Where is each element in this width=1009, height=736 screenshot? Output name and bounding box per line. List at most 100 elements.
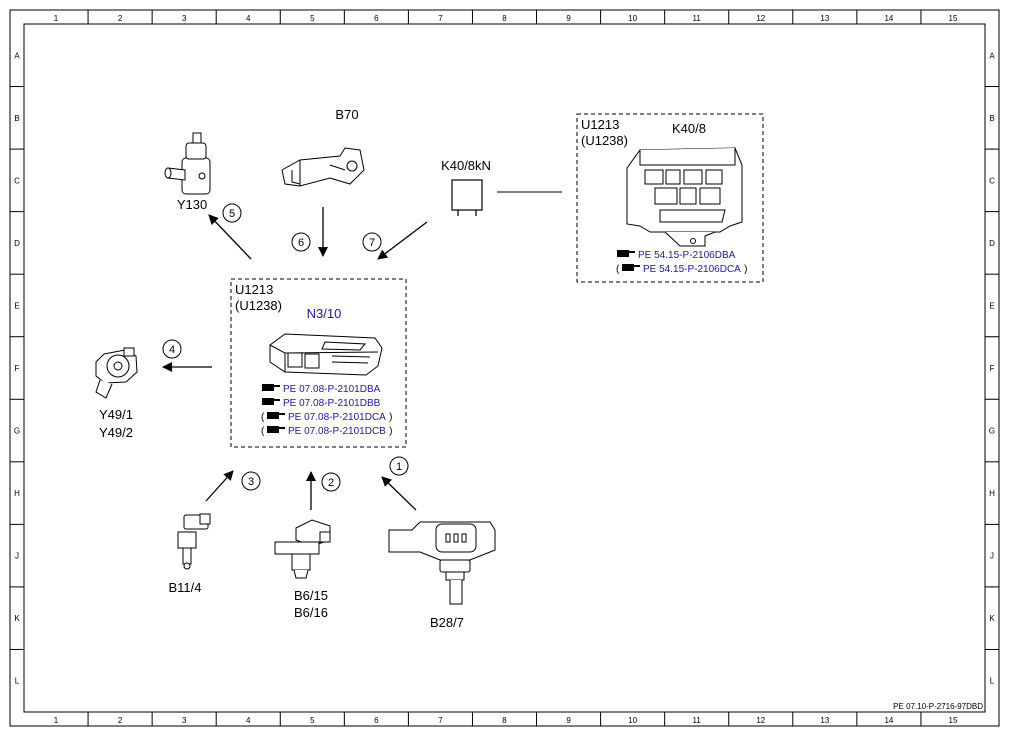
svg-text:6: 6 bbox=[298, 237, 304, 249]
control-unit-code-alt: (U1238) bbox=[235, 298, 282, 313]
column-number-top: 12 bbox=[756, 14, 765, 23]
row-letter-left: A bbox=[14, 51, 20, 60]
row-letter-right: K bbox=[989, 614, 995, 623]
control-unit-box: U1213 (U1238) N3/10 PE 07.08-P-2101DBA PE… bbox=[230, 278, 407, 448]
pointing-hand-icon bbox=[262, 398, 280, 405]
column-number-top: 9 bbox=[566, 14, 571, 23]
relay-module-reference-link[interactable]: PE 54.15-P-2106DBA bbox=[638, 250, 736, 261]
row-letter-right: L bbox=[990, 677, 995, 686]
b70-sensor-icon bbox=[281, 147, 365, 187]
b6-16-label: B6/16 bbox=[294, 605, 328, 620]
relay-module-code-alt: (U1238) bbox=[581, 133, 628, 148]
row-letter-left: F bbox=[15, 364, 20, 373]
control-unit-reference-link[interactable]: PE 07.08-P-2101DBB bbox=[283, 398, 381, 409]
row-letter-right: B bbox=[989, 114, 994, 123]
relay-icon bbox=[451, 179, 483, 216]
column-number-bottom: 1 bbox=[54, 716, 59, 725]
row-letter-left: K bbox=[14, 614, 20, 623]
reference-bracket-open: ( bbox=[261, 426, 265, 437]
reference-bracket-close: ) bbox=[389, 426, 392, 437]
pointing-hand-icon bbox=[262, 384, 280, 391]
column-number-top: 6 bbox=[374, 14, 379, 23]
row-letter-right: C bbox=[989, 176, 995, 185]
row-letter-left: D bbox=[14, 239, 20, 248]
row-letter-right: A bbox=[989, 51, 995, 60]
column-number-top: 11 bbox=[693, 14, 702, 23]
b11-4-sensor-icon bbox=[177, 513, 211, 570]
reference-bracket-open: ( bbox=[616, 264, 620, 275]
svg-text:4: 4 bbox=[169, 344, 175, 356]
reference-bracket-open: ( bbox=[261, 412, 265, 423]
y49-solenoid-icon bbox=[95, 347, 138, 399]
column-grid: 1122334455667788991010111112121313141415… bbox=[54, 10, 958, 726]
column-number-bottom: 8 bbox=[502, 716, 507, 725]
b6-sensor-icon bbox=[274, 519, 331, 579]
column-number-top: 7 bbox=[438, 14, 443, 23]
row-letter-right: F bbox=[990, 364, 995, 373]
fuse-relay-box-icon bbox=[626, 147, 743, 247]
row-letter-left: C bbox=[14, 176, 20, 185]
arrow-number-4: 4 bbox=[162, 339, 182, 359]
row-letter-right: D bbox=[989, 239, 995, 248]
column-number-top: 15 bbox=[949, 14, 958, 23]
arrow-number-7: 7 bbox=[362, 232, 382, 252]
signal-arrow-3 bbox=[205, 470, 234, 502]
svg-text:7: 7 bbox=[369, 237, 375, 249]
reference-bracket-close: ) bbox=[744, 264, 747, 275]
column-number-top: 4 bbox=[246, 14, 251, 23]
column-number-bottom: 9 bbox=[566, 716, 571, 725]
row-letter-left: E bbox=[14, 301, 19, 310]
svg-text:3: 3 bbox=[248, 476, 254, 488]
column-number-top: 1 bbox=[54, 14, 59, 23]
column-number-bottom: 6 bbox=[374, 716, 379, 725]
row-letter-right: H bbox=[989, 489, 995, 498]
pointing-hand-icon bbox=[267, 412, 285, 419]
control-unit-reference-link[interactable]: PE 07.08-P-2101DBA bbox=[283, 384, 381, 395]
drawing-frame: 1122334455667788991010111112121313141415… bbox=[9, 9, 1000, 727]
control-unit-code: U1213 bbox=[235, 282, 273, 297]
control-unit-reference-link[interactable]: PE 07.08-P-2101DCB bbox=[288, 426, 386, 437]
reference-bracket-close: ) bbox=[389, 412, 392, 423]
row-letter-left: B bbox=[14, 114, 19, 123]
ecu-icon bbox=[269, 333, 383, 376]
y130-valve-icon bbox=[164, 132, 211, 195]
column-number-bottom: 14 bbox=[884, 716, 893, 725]
relay-module-name: K40/8 bbox=[672, 121, 706, 136]
control-unit-name: N3/10 bbox=[307, 306, 342, 321]
column-number-bottom: 15 bbox=[949, 716, 958, 725]
column-number-bottom: 12 bbox=[756, 716, 765, 725]
column-number-bottom: 11 bbox=[693, 716, 702, 725]
svg-text:5: 5 bbox=[229, 208, 235, 220]
b70-label: B70 bbox=[335, 107, 358, 122]
row-letter-right: G bbox=[989, 427, 995, 436]
column-number-top: 8 bbox=[502, 14, 507, 23]
column-number-bottom: 4 bbox=[246, 716, 251, 725]
row-letter-left: H bbox=[14, 489, 20, 498]
b28-7-label: B28/7 bbox=[430, 615, 464, 630]
signal-arrow-7 bbox=[377, 221, 428, 260]
b6-15-label: B6/15 bbox=[294, 588, 328, 603]
arrow-number-5: 5 bbox=[222, 203, 242, 223]
pointing-hand-icon bbox=[617, 250, 635, 257]
row-letter-left: J bbox=[15, 552, 19, 561]
control-unit-reference-link[interactable]: PE 07.08-P-2101DCA bbox=[288, 412, 386, 423]
column-number-bottom: 10 bbox=[628, 716, 637, 725]
column-number-top: 14 bbox=[884, 14, 893, 23]
column-number-bottom: 3 bbox=[182, 716, 187, 725]
arrow-number-2: 2 bbox=[321, 472, 341, 492]
svg-text:2: 2 bbox=[328, 477, 334, 489]
relay-module-reference-link[interactable]: PE 54.15-P-2106DCA bbox=[643, 264, 741, 275]
column-number-bottom: 13 bbox=[820, 716, 829, 725]
row-letter-right: E bbox=[989, 301, 994, 310]
column-number-top: 13 bbox=[820, 14, 829, 23]
column-number-bottom: 5 bbox=[310, 716, 315, 725]
b11-4-label: B11/4 bbox=[168, 580, 201, 595]
y49-2-label: Y49/2 bbox=[99, 425, 133, 440]
column-number-bottom: 2 bbox=[118, 716, 123, 725]
arrow-number-1: 1 bbox=[389, 456, 409, 476]
signal-arrow-1 bbox=[381, 476, 417, 511]
signal-arrow-5 bbox=[208, 214, 252, 260]
y49-1-label: Y49/1 bbox=[99, 407, 133, 422]
